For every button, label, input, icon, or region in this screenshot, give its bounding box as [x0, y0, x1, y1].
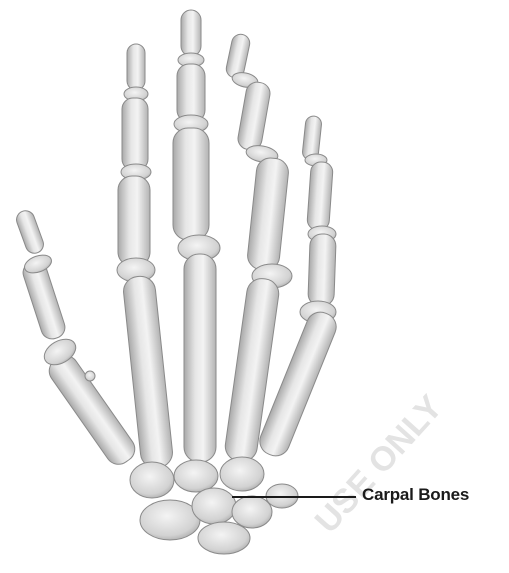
- carpal-bones: [129, 456, 299, 555]
- ring-finger-bones: [224, 33, 293, 462]
- carpal-bones-label: Carpal Bones: [362, 485, 470, 504]
- index-finger-bones: [116, 43, 173, 469]
- thumb-bones: [16, 210, 136, 465]
- watermark-text: USE ONLY: [308, 388, 451, 541]
- middle-finger-bones: [172, 9, 221, 463]
- little-finger-bones: [259, 115, 337, 457]
